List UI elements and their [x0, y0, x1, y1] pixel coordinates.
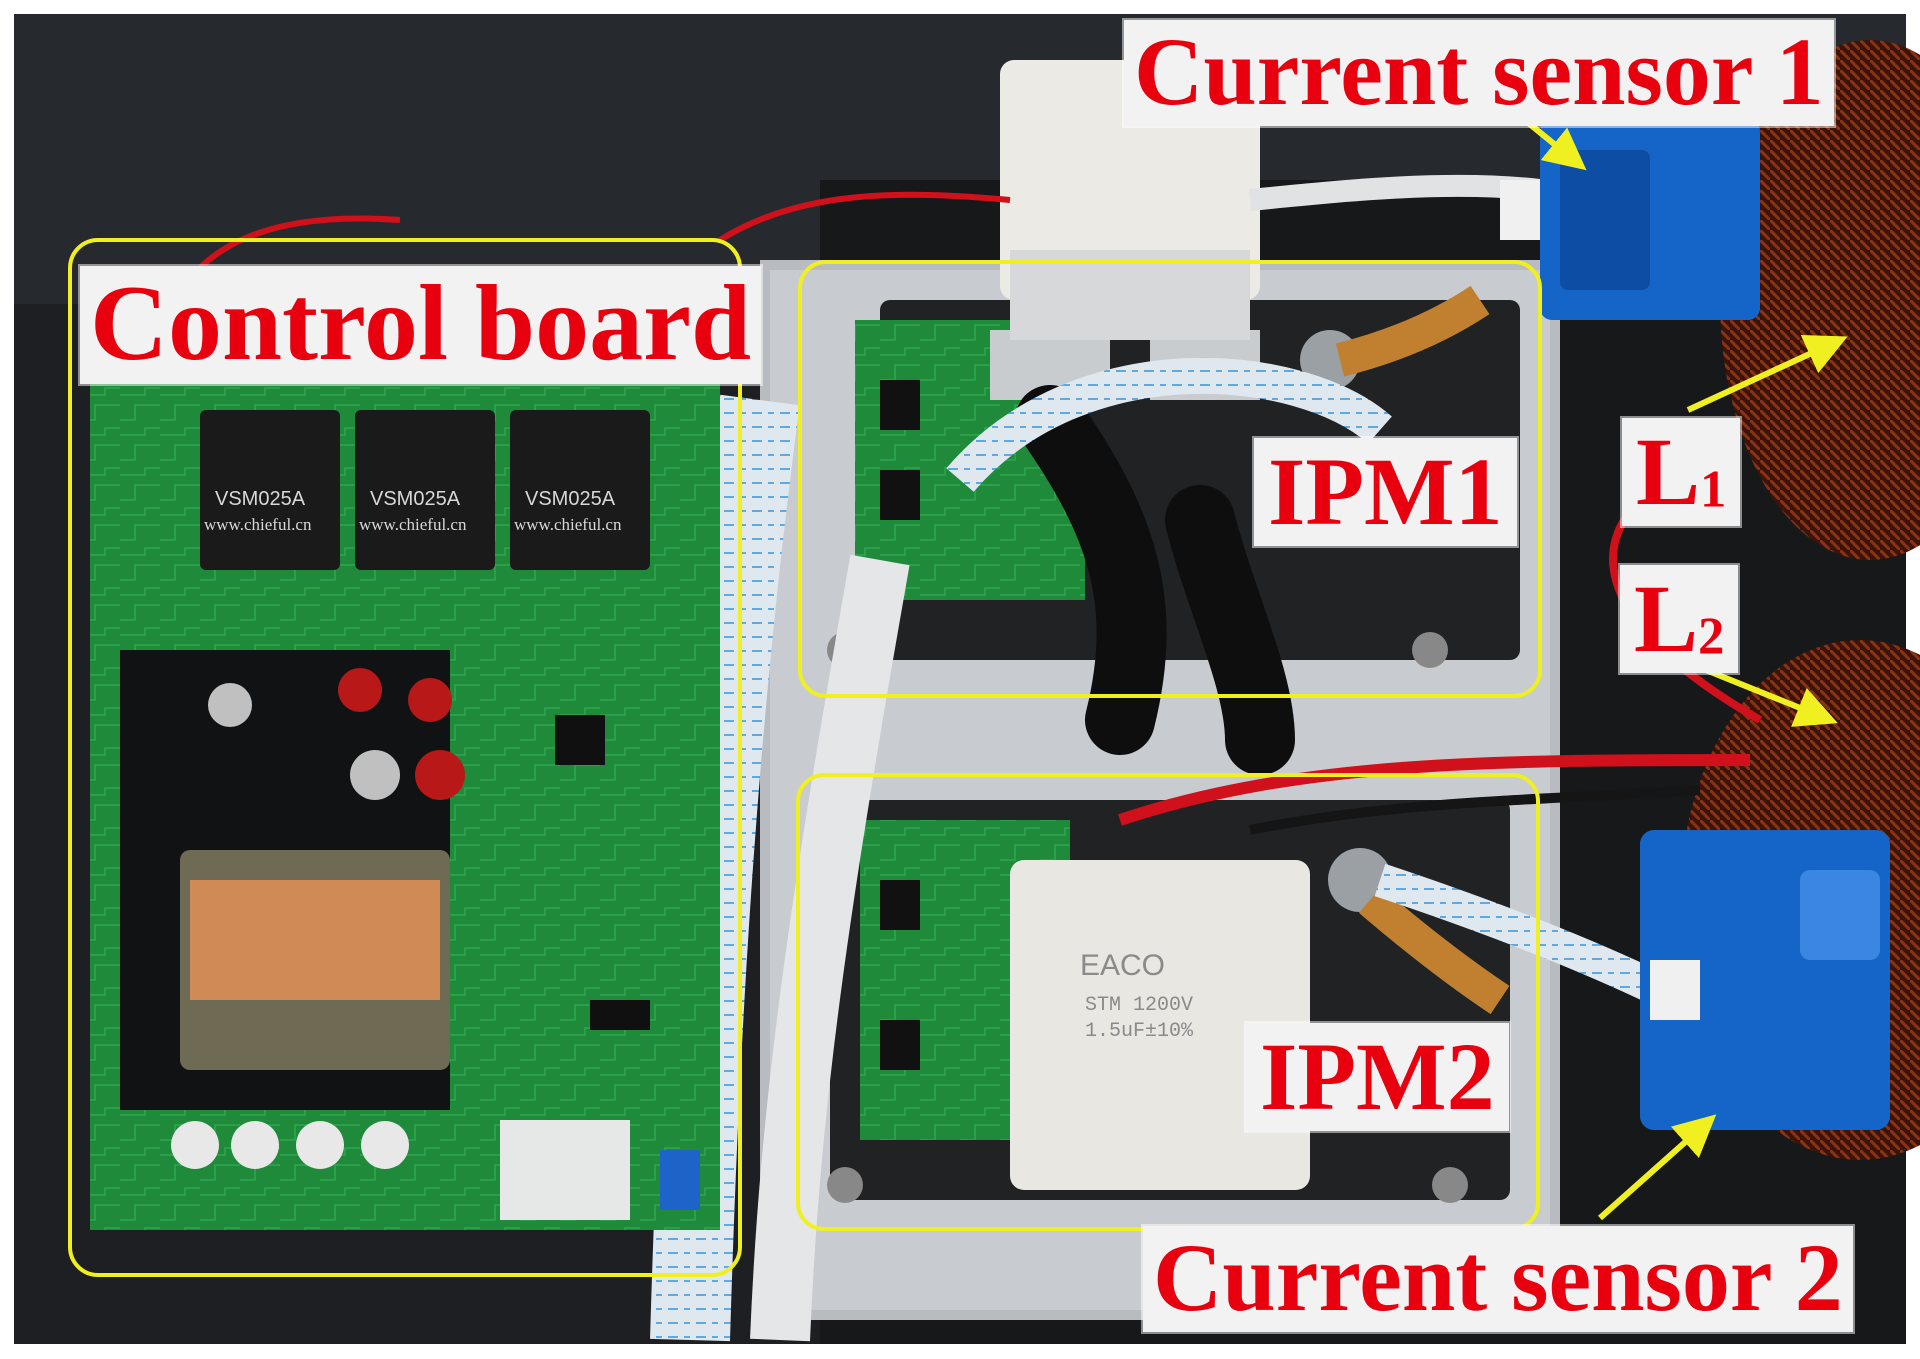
- current-sensor-2-body: [1640, 830, 1890, 1130]
- label-current-sensor-1: Current sensor 1: [1124, 20, 1834, 126]
- control-board-pcb: VSM025A VSM025A VSM025A www.chieful.cn w…: [90, 330, 720, 1230]
- inductor-l1-coil: [1720, 40, 1920, 560]
- label-l1-sub: 1: [1700, 460, 1727, 519]
- capacitor-brand: EACO: [1080, 949, 1165, 982]
- capacitor-spec-1: STM 1200V: [1085, 994, 1193, 1017]
- label-ipm1-text: IPM1: [1268, 438, 1503, 545]
- label-control-board-text: Control board: [90, 264, 752, 383]
- vsm-module-1-url: www.chieful.cn: [204, 515, 312, 534]
- label-ipm1: IPM1: [1254, 438, 1517, 546]
- current-sensor-1-body: [1500, 120, 1760, 320]
- label-l1-main: L: [1636, 418, 1701, 525]
- control-board-box: [68, 238, 742, 1277]
- capacitor-bottom: EACO STM 1200V 1.5uF±10%: [1010, 860, 1310, 1190]
- capacitor-spec-2: 1.5uF±10%: [1085, 1020, 1194, 1043]
- label-l2-sub: 2: [1698, 607, 1725, 666]
- label-l2-main: L: [1634, 565, 1699, 672]
- label-current-sensor-2-text: Current sensor 2: [1153, 1224, 1843, 1331]
- vsm-module-1-text: VSM025A: [215, 488, 306, 510]
- vsm-module-2-url: www.chieful.cn: [359, 515, 467, 534]
- ipm1-box: [798, 260, 1542, 698]
- vsm-module-2-text: VSM025A: [370, 488, 461, 510]
- label-ipm2-text: IPM2: [1260, 1023, 1495, 1130]
- arrow-current-sensor-2: [1598, 1114, 1717, 1221]
- label-l1: L1: [1622, 418, 1741, 526]
- vsm-module-3-text: VSM025A: [525, 488, 616, 510]
- arrow-l1: [1686, 334, 1848, 413]
- label-current-sensor-2: Current sensor 2: [1143, 1226, 1853, 1332]
- label-current-sensor-1-text: Current sensor 1: [1134, 18, 1824, 125]
- label-l2: L2: [1620, 565, 1739, 673]
- label-ipm2: IPM2: [1246, 1023, 1509, 1131]
- vsm-module-3-url: www.chieful.cn: [514, 515, 622, 534]
- label-control-board: Control board: [80, 264, 762, 384]
